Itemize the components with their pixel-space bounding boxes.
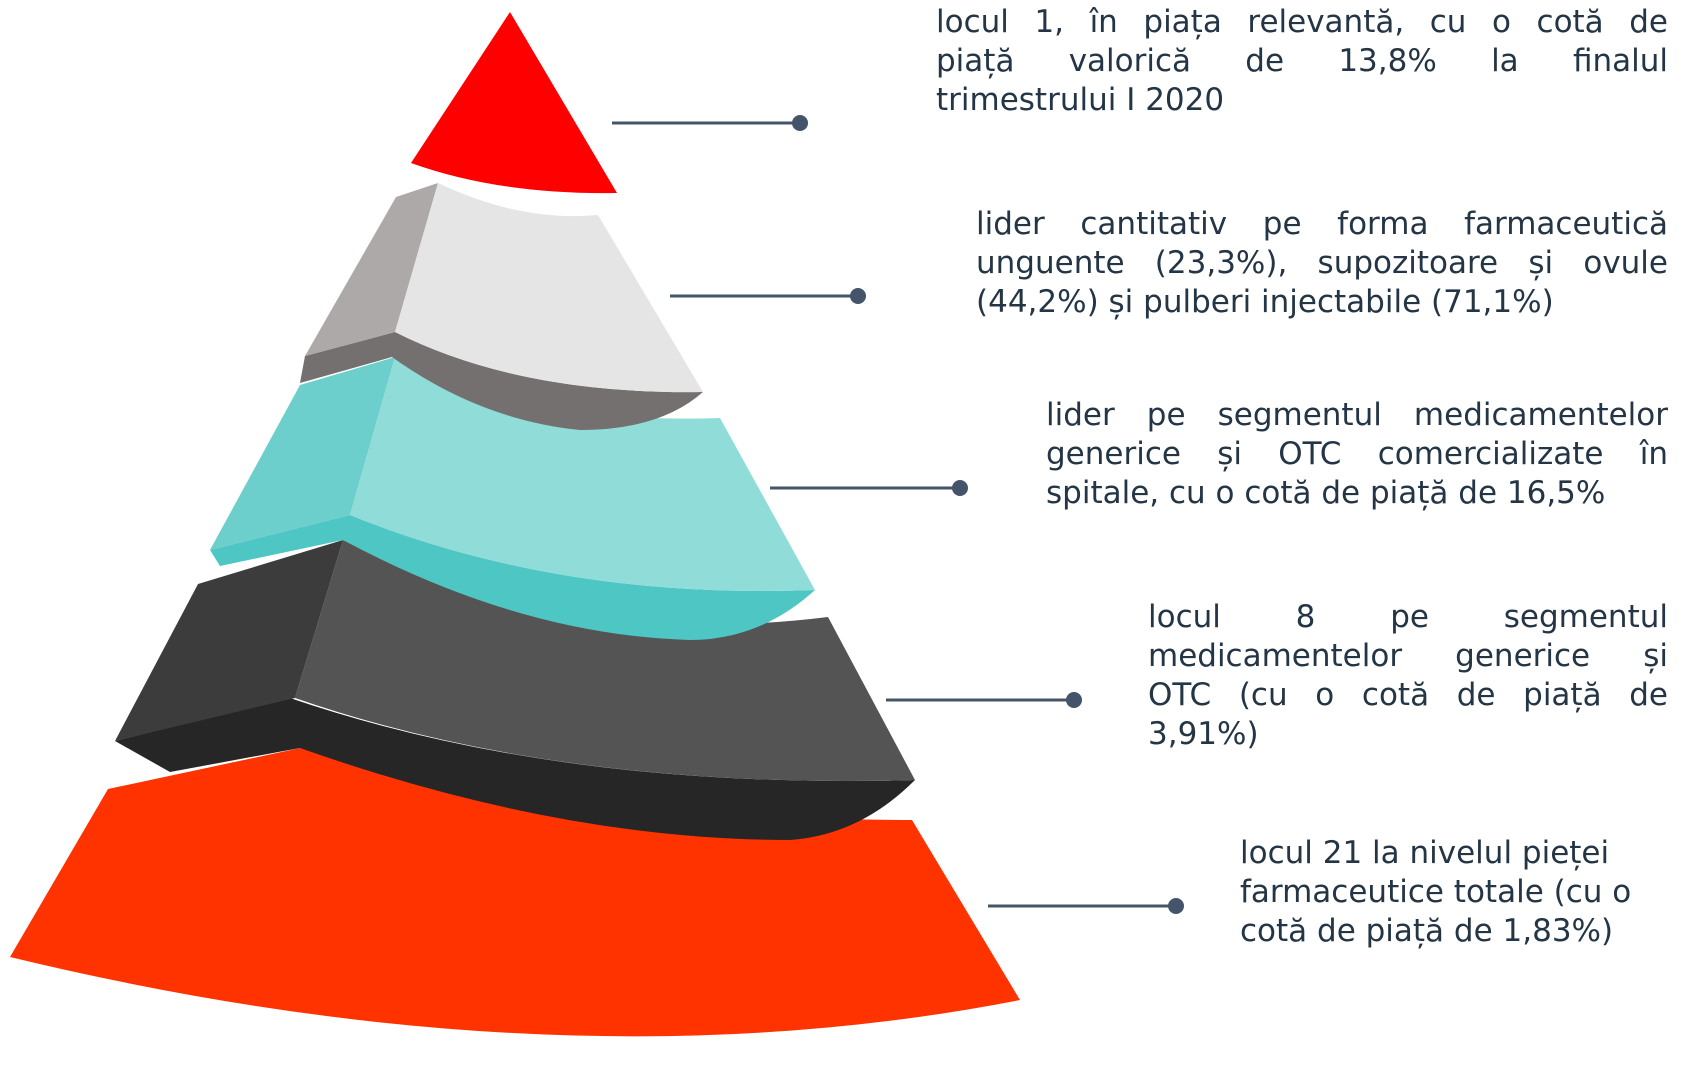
- tier-3-underside: [210, 515, 815, 640]
- callout-2-line-3: (44,2%) și pulberi injectabile (71,1%): [976, 284, 1554, 320]
- tier-4-side: [115, 540, 343, 741]
- callout-5-line-1: locul 21 la nivelul pieței: [1240, 835, 1610, 871]
- callout-tier-5: locul 21 la nivelul pieței farmaceutice …: [1240, 834, 1670, 951]
- tier-4-front: [295, 540, 915, 781]
- callout-4-line-1: locul 8 pe segmentul: [1148, 599, 1668, 635]
- callout-tier-3: lider pe segmentul medicamentelor generi…: [1046, 396, 1668, 513]
- callout-1-line-2: piață valorică de 13,8% la finalul: [936, 43, 1668, 79]
- callout-4-line-2: medicamentelor generice și: [1148, 638, 1668, 674]
- callout-3-line-1: lider pe segmentul medicamentelor: [1046, 397, 1668, 433]
- connector-3: [770, 480, 968, 496]
- connector-1: [612, 115, 808, 131]
- tier-2-underside: [300, 332, 703, 430]
- tier-2-front: [395, 183, 703, 393]
- callout-1-line-3: trimestrului I 2020: [936, 82, 1225, 118]
- connector-2: [670, 288, 866, 304]
- connector-5: [988, 898, 1184, 914]
- callout-5-line-3: cotă de piață de 1,83%): [1240, 913, 1614, 949]
- tier-4-underside: [115, 698, 915, 840]
- callout-3-line-3: spitale, cu o cotă de piață de 16,5%: [1046, 475, 1606, 511]
- callout-4-line-3: OTC (cu o cotă de piață de: [1148, 677, 1668, 713]
- callout-tier-4: locul 8 pe segmentul medicamentelor gene…: [1148, 598, 1668, 754]
- callout-tier-2: lider cantitativ pe forma farmaceutică u…: [976, 205, 1668, 322]
- tier-3-side: [210, 357, 395, 550]
- callout-4-line-4: 3,91%): [1148, 716, 1259, 752]
- callout-2-line-1: lider cantitativ pe forma farmaceutică: [976, 206, 1668, 242]
- connector-4: [886, 692, 1082, 708]
- tier-3-front: [350, 357, 815, 592]
- callout-tier-1: locul 1, în piața relevantă, cu o cotă d…: [936, 3, 1668, 120]
- callout-2-line-2: unguente (23,3%), supozitoare și ovule: [976, 245, 1668, 281]
- tier-1-front: [411, 12, 617, 194]
- callout-3-line-2: generice și OTC comercializate în: [1046, 436, 1668, 472]
- callout-5-line-2: farmaceutice totale (cu o: [1240, 874, 1632, 910]
- tier-2-side: [305, 183, 438, 356]
- callout-1-line-1: locul 1, în piața relevantă, cu o cotă d…: [936, 4, 1668, 40]
